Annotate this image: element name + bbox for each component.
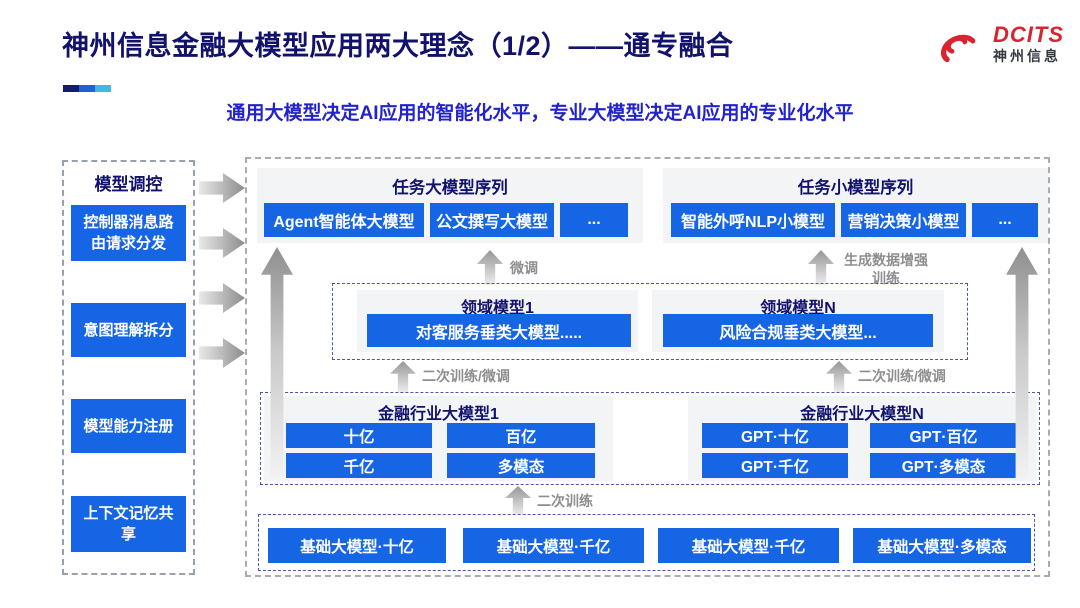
logo-brand-cn: 神州信息 — [993, 47, 1061, 64]
panel-item-message-routing: 控制器消息路由请求分发 — [71, 205, 186, 261]
logo-brand: DCITS — [993, 21, 1064, 47]
arrow-right-icon — [199, 338, 245, 368]
node-billion: 十亿 — [286, 423, 432, 448]
node-agent-large-model: Agent智能体大模型 — [264, 203, 424, 237]
model-control-panel: 模型调控 控制器消息路由请求分发 意图理解拆分 模型能力注册 上下文记忆共享 — [62, 160, 195, 575]
panel-item-intent-split: 意图理解拆分 — [71, 303, 186, 357]
arrow-right-icon — [199, 228, 245, 258]
node-gpt-billion: GPT·十亿 — [702, 423, 848, 448]
node-multimodal: 多模态 — [447, 453, 595, 478]
node-gpt-multimodal: GPT·多模态 — [870, 453, 1017, 478]
group-title: 领域模型1 — [461, 300, 534, 317]
domain-model-container — [332, 283, 968, 360]
panel-item-context-memory: 上下文记忆共享 — [71, 496, 186, 552]
group-title: 任务小模型序列 — [797, 179, 914, 197]
logo: DCITS 神州信息 — [928, 18, 1064, 68]
secondary-train-finetune-label-left: 二次训练/微调 — [422, 368, 510, 384]
node-foundation-billion: 基础大模型·十亿 — [268, 528, 446, 563]
secondary-train-finetune-label-right: 二次训练/微调 — [858, 368, 946, 384]
accent-bar — [63, 85, 111, 92]
panel-item-capability-register: 模型能力注册 — [71, 399, 186, 453]
arrow-right-icon — [199, 173, 245, 203]
subtitle: 通用大模型决定AI应用的智能化水平，专业大模型决定AI应用的专业化水平 — [226, 103, 854, 124]
node-more-small-models: ... — [972, 203, 1038, 237]
node-risk-compliance-vertical-model: 风险合规垂类大模型... — [663, 314, 933, 347]
arrow-right-icon — [199, 283, 245, 313]
group-title: 领域模型N — [760, 300, 836, 317]
node-foundation-hundred-billion-1: 基础大模型·千亿 — [463, 528, 644, 563]
node-marketing-decision-model: 营销决策小模型 — [841, 203, 966, 237]
gen-data-training-label: 生成数据增强训练 — [844, 252, 928, 287]
node-more-large-models: ... — [560, 203, 628, 237]
group-title: 金融行业大模型1 — [378, 406, 499, 423]
node-hundred-billion: 千亿 — [286, 453, 432, 478]
page-title: 神州信息金融大模型应用两大理念（1/2）——通专融合 — [62, 31, 734, 61]
finetune-label: 微调 — [510, 260, 538, 276]
group-title: 金融行业大模型N — [800, 406, 924, 423]
panel-title: 模型调控 — [94, 175, 163, 194]
node-foundation-multimodal: 基础大模型·多模态 — [853, 528, 1031, 563]
node-gpt-ten-billion: GPT·百亿 — [870, 423, 1017, 448]
diagram-container — [245, 157, 1050, 577]
secondary-training-label: 二次训练 — [537, 493, 593, 509]
node-customer-service-vertical-model: 对客服务垂类大模型..... — [367, 314, 631, 347]
node-outbound-nlp-model: 智能外呼NLP小模型 — [671, 203, 835, 237]
node-document-writing-model: 公文撰写大模型 — [430, 203, 554, 237]
node-gpt-hundred-billion: GPT·千亿 — [702, 453, 848, 478]
group-title: 任务大模型序列 — [392, 179, 508, 197]
node-foundation-hundred-billion-2: 基础大模型·千亿 — [658, 528, 839, 563]
dcits-swirl-icon — [941, 34, 976, 63]
industry-model-container — [260, 392, 1040, 485]
node-ten-billion: 百亿 — [447, 423, 595, 448]
